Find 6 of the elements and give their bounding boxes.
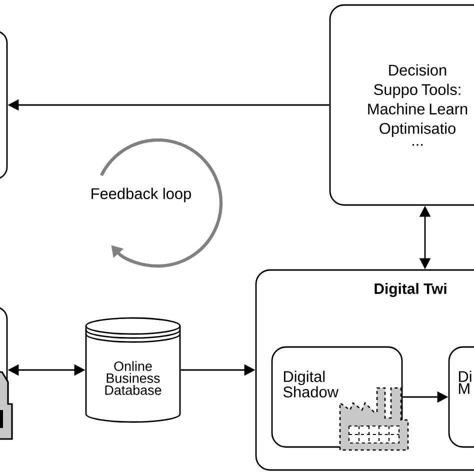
database-cylinder: Online Business Database [85, 317, 181, 423]
panel-box [0, 30, 8, 180]
loop-label: Feedback loop [92, 188, 191, 202]
model-box: Di M [448, 346, 474, 448]
factory-box [0, 306, 13, 440]
tools-box: Decision Suppo Tools: Machine Learn Optimisatio ... [329, 4, 474, 206]
